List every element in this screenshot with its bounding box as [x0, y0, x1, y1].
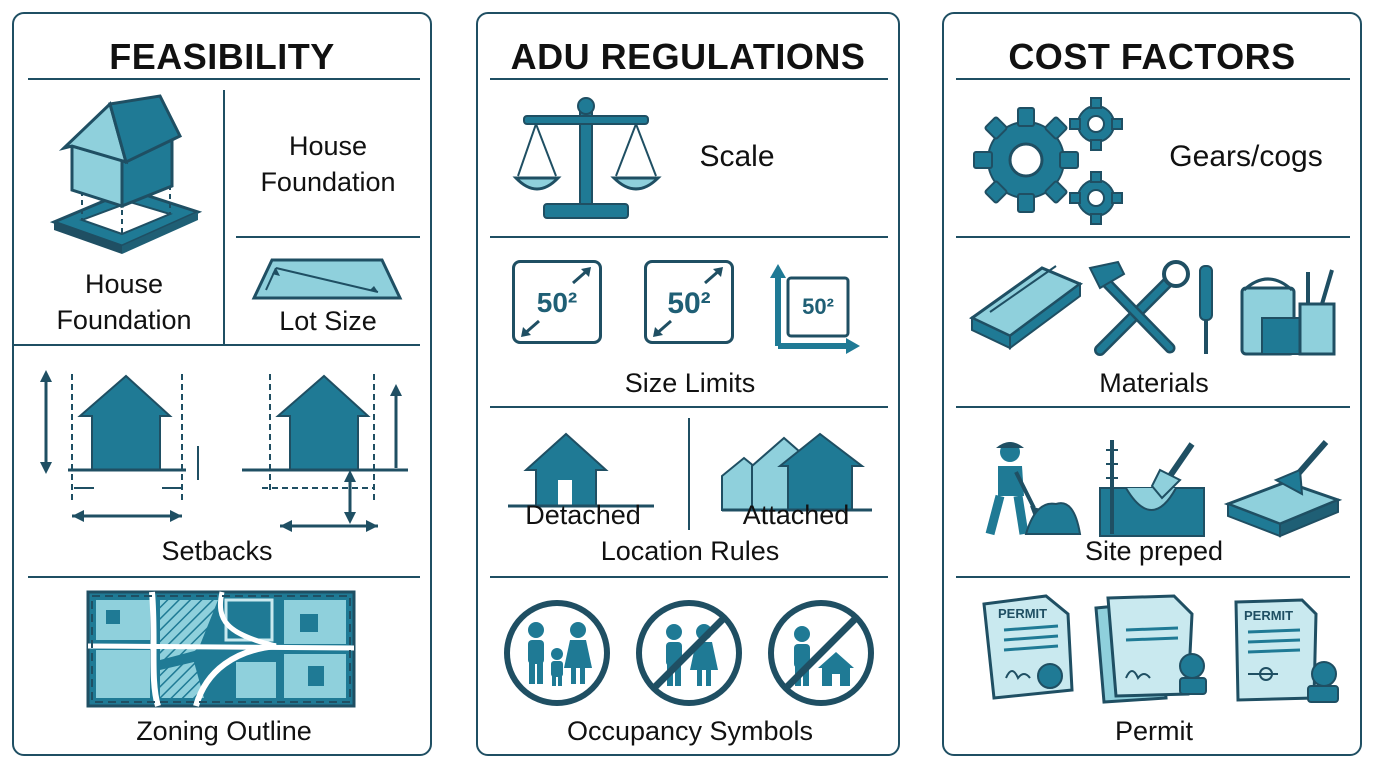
setback-icon	[40, 370, 199, 522]
house-foundation-label: House Foundation	[260, 131, 396, 197]
permit-paper-icon	[1234, 598, 1339, 703]
divider	[490, 78, 888, 80]
family-occupancy-icon	[504, 600, 610, 706]
zoning-outline-label: Zoning Outline	[136, 716, 312, 746]
house-foundation-label: House Foundation	[56, 269, 192, 335]
permit-document-icon: PERMIT	[982, 594, 1074, 700]
divider	[956, 576, 1350, 578]
adu-regulations-panel: ADU REGULATIONS Scale 50² 50²	[476, 12, 900, 756]
cost-factors-panel: COST FACTORS Gears/cogs	[942, 12, 1362, 756]
panel-title-cost-factors: COST FACTORS	[1008, 36, 1296, 77]
tools-icon	[1088, 260, 1213, 356]
divider	[14, 344, 420, 346]
setback-icon	[242, 374, 408, 532]
scale-label: Scale	[699, 140, 775, 173]
size-tile-label: 50²	[536, 287, 578, 318]
lot-size-label: Lot Size	[279, 306, 377, 336]
detached-house-icon	[508, 432, 654, 508]
permit-stamp-document-icon	[1094, 594, 1216, 704]
divider	[490, 576, 888, 578]
materials-label: Materials	[1099, 368, 1209, 398]
divider	[236, 236, 420, 238]
permit-heading: PERMIT	[998, 606, 1048, 621]
permit-label: Permit	[1114, 716, 1193, 746]
divider	[956, 406, 1350, 408]
divider	[490, 406, 888, 408]
expand-arrows-icon	[521, 267, 591, 337]
divider	[223, 90, 225, 346]
divider	[490, 236, 888, 238]
gears-icon	[973, 97, 1123, 225]
lumber-icon	[969, 265, 1084, 350]
attached-label: Attached	[742, 500, 850, 530]
divider	[956, 236, 1350, 238]
setbacks-label: Setbacks	[161, 536, 273, 566]
paint-supplies-icon	[1240, 269, 1336, 356]
occupancy-symbols-label: Occupancy Symbols	[566, 716, 814, 746]
divider	[688, 418, 690, 530]
divider	[956, 78, 1350, 80]
size-limits-label: Size Limits	[624, 368, 756, 398]
zoning-map-icon	[86, 590, 356, 708]
attached-houses-icon	[721, 432, 872, 512]
permit-paper-icon	[982, 594, 1074, 700]
size-tile-label: 50²	[802, 294, 834, 319]
house-foundation-icon	[49, 94, 203, 254]
digging-worker-icon	[985, 442, 1082, 536]
site-preped-label: Site preped	[1084, 536, 1224, 566]
divider	[28, 576, 420, 578]
scale-icon	[512, 97, 662, 219]
dimension-arrows-icon	[770, 264, 860, 354]
detached-label: Detached	[525, 500, 641, 530]
lot-size-icon	[251, 258, 403, 300]
size-tile: 50²	[512, 260, 602, 344]
feasibility-panel: FEASIBILITY House Foundation House Found…	[12, 12, 432, 756]
panel-title-feasibility: FEASIBILITY	[109, 36, 335, 77]
gears-label: Gears/cogs	[1169, 140, 1323, 173]
size-tile-label: 50²	[667, 287, 711, 320]
no-occupancy-icon	[636, 600, 742, 706]
expand-arrows-icon	[653, 267, 723, 337]
location-rules-label: Location Rules	[600, 536, 780, 566]
soil-trowel-icon	[1099, 440, 1205, 537]
permit-document-icon: PERMIT	[1232, 598, 1340, 708]
divider	[28, 78, 420, 80]
no-adu-occupancy-icon	[768, 600, 874, 706]
permit-heading: PERMIT	[1244, 608, 1294, 623]
concrete-slab-icon	[1223, 440, 1343, 538]
panel-title-adu-regulations: ADU REGULATIONS	[510, 36, 866, 77]
size-tile: 50²	[644, 260, 734, 344]
permit-paper-icon	[1094, 594, 1207, 704]
